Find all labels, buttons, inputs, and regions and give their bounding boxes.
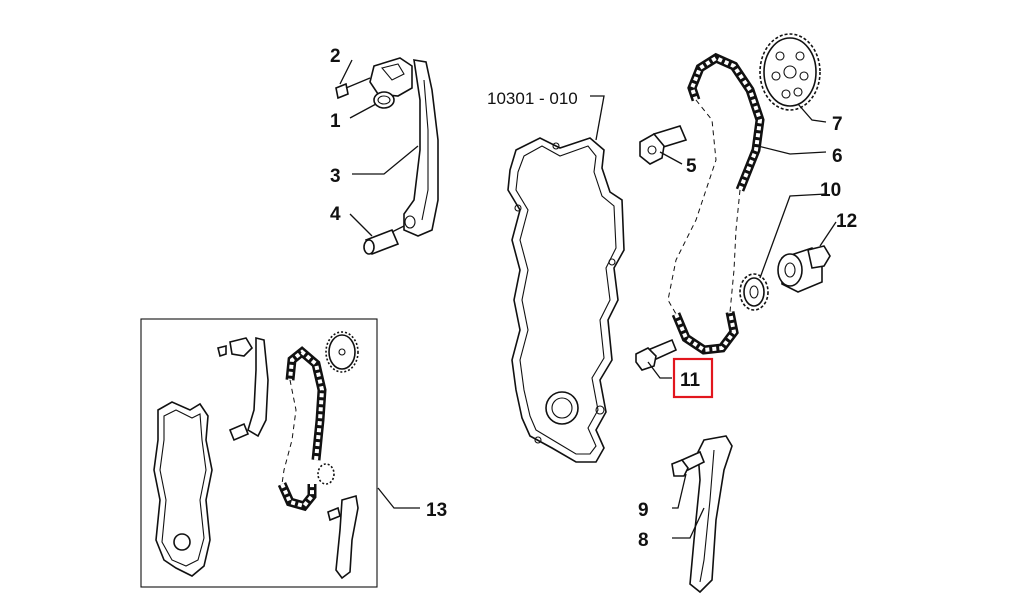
callout-12[interactable]: 12: [836, 211, 857, 232]
camshaft-sprocket: [759, 33, 821, 111]
callout-1[interactable]: 1: [330, 111, 341, 132]
tensioner-guide: [403, 59, 439, 237]
chain-tensioner: [335, 57, 413, 109]
sprocket-bolt: [639, 125, 688, 165]
timing-chain: [667, 52, 765, 355]
timing-cover: [507, 137, 625, 463]
leader-lines: [339, 59, 837, 539]
callout-9[interactable]: 9: [638, 500, 649, 521]
callout-5[interactable]: 5: [686, 156, 697, 177]
fixed-chain-guide: [689, 435, 733, 594]
guide-bolt: [635, 338, 678, 371]
guide-fixing-bolt: [671, 450, 706, 477]
callout-7[interactable]: 7: [832, 114, 843, 135]
group-code-label: 10301 - 010: [487, 89, 578, 108]
callout-8[interactable]: 8: [638, 530, 649, 551]
timing-kit-box: [140, 318, 378, 588]
callout-13[interactable]: 13: [426, 500, 447, 521]
callout-6[interactable]: 6: [832, 146, 843, 167]
callout-4[interactable]: 4: [330, 204, 341, 225]
callout-11[interactable]: 11: [680, 370, 701, 391]
highlight-box: [672, 357, 714, 399]
crankshaft-sprocket: [739, 273, 769, 311]
callout-10[interactable]: 10: [820, 180, 841, 201]
callout-2[interactable]: 2: [330, 46, 341, 67]
callout-3[interactable]: 3: [330, 166, 341, 187]
guide-pin: [363, 225, 405, 256]
crankshaft-gear: [777, 245, 831, 293]
